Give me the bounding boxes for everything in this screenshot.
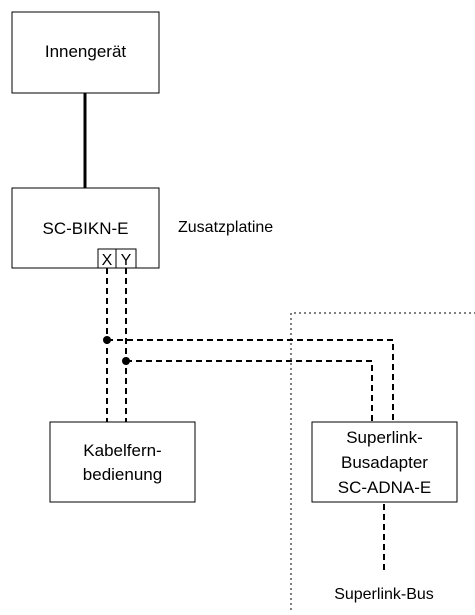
terminal-y-label: Y bbox=[121, 252, 132, 269]
remote-label-line-1: Kabelfern- bbox=[83, 441, 161, 460]
remote-node: Kabelfern- bedienung bbox=[49, 421, 196, 503]
junction-x-dot bbox=[103, 336, 111, 344]
bus-adapter-label-line-2: Busadapter bbox=[341, 453, 428, 472]
terminal-x-label: X bbox=[102, 252, 113, 269]
bus-adapter-box bbox=[311, 421, 458, 503]
bus-adapter-label-line-3: SC-ADNA-E bbox=[338, 478, 432, 497]
remote-box bbox=[49, 421, 196, 503]
indoor-unit-box bbox=[11, 11, 160, 94]
indoor-unit-label: Innengerät bbox=[45, 42, 127, 61]
wire-x-to-adapter bbox=[107, 339, 394, 422]
board-caption: Zusatzplatine bbox=[178, 219, 273, 236]
junction-y-dot bbox=[122, 357, 130, 365]
bus-adapter-node: Superlink- Busadapter SC-ADNA-E bbox=[311, 421, 458, 503]
indoor-unit-node: Innengerät bbox=[11, 11, 160, 94]
board-label: SC-BIKN-E bbox=[43, 219, 129, 238]
board-node: SC-BIKN-E X Y bbox=[11, 187, 160, 269]
bus-caption: Superlink-Bus bbox=[334, 586, 434, 603]
bus-wires bbox=[106, 268, 394, 570]
bus-adapter-label-line-1: Superlink- bbox=[346, 428, 423, 447]
remote-label-line-2: bedienung bbox=[83, 465, 162, 484]
wire-y-to-adapter bbox=[126, 360, 373, 422]
bus-boundary-line bbox=[290, 312, 475, 610]
